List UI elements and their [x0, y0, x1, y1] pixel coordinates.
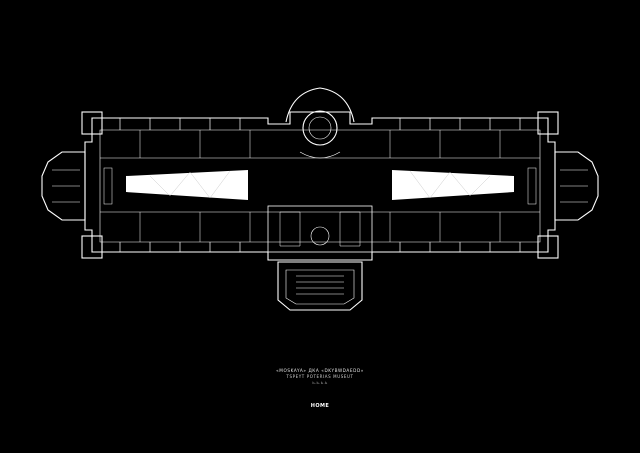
- skylight-left: [126, 170, 248, 200]
- room-divisions: [119, 118, 521, 252]
- project-subtitle: TSPEYT POTERIAS MUSEUT: [286, 374, 354, 379]
- skylights: [126, 170, 514, 200]
- project-small-line: Ь.Ь.Ь.Ь: [312, 381, 328, 385]
- plan-outline: [41, 87, 599, 311]
- skylight-right: [392, 170, 514, 200]
- home-link[interactable]: HOME: [310, 403, 330, 409]
- project-title: «MOSKAYA» ДКА «DKYBWDAEDD»: [276, 368, 364, 373]
- wing-details: [52, 167, 588, 205]
